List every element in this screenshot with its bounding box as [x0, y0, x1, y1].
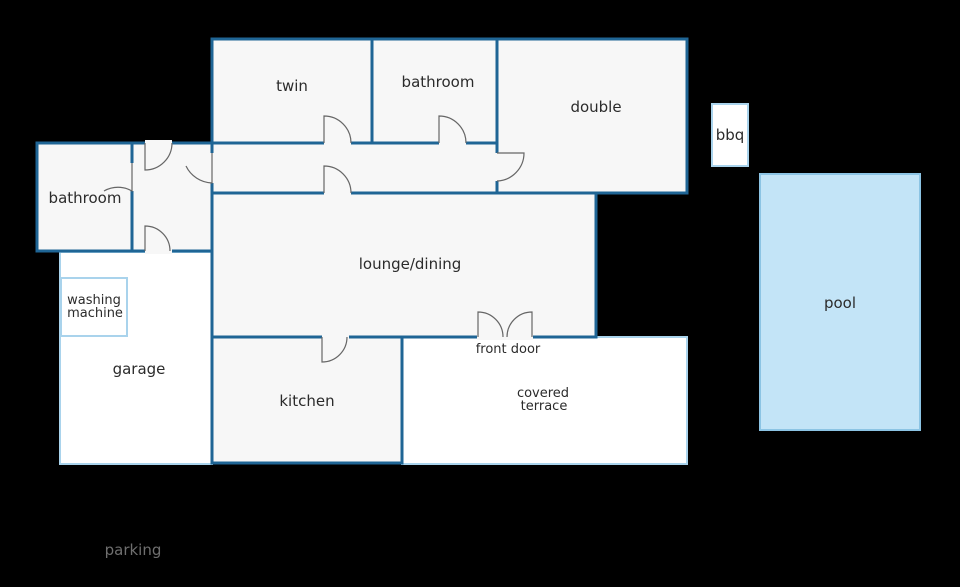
label-covered: covered [517, 386, 569, 401]
room-kitchen [210, 335, 404, 465]
label-pool: pool [824, 294, 856, 312]
door-swings [103, 115, 533, 363]
hallway [210, 141, 499, 195]
label-bathroom-left: bathroom [49, 189, 122, 207]
gap-bathroom-top [439, 140, 466, 146]
door-kitchen [321, 336, 348, 363]
washing-machine-box [60, 277, 128, 337]
door-bathroom-left [103, 163, 133, 193]
door-bathroom-top [438, 115, 467, 144]
label-front-door: front door [476, 342, 541, 357]
label-parking: parking [105, 541, 162, 559]
door-front-right [506, 311, 533, 338]
room-double [495, 37, 689, 195]
label-kitchen: kitchen [279, 392, 334, 410]
label-machine: machine [67, 306, 123, 321]
door-lobby-top [144, 142, 173, 171]
pool [759, 173, 921, 431]
label-twin: twin [276, 77, 308, 95]
gap-lounge [324, 190, 351, 196]
gap-kitchen [322, 334, 349, 340]
label-bbq: bbq [716, 126, 745, 144]
label-garage: garage [113, 360, 166, 378]
door-double [496, 152, 525, 182]
gap-lobby-bottom [145, 248, 172, 254]
label-washing: washing [67, 293, 121, 308]
gap-front-door [477, 334, 533, 340]
label-terrace: terrace [521, 399, 568, 414]
door-hall-west [185, 153, 213, 184]
label-double: double [570, 98, 621, 116]
door-lounge [323, 165, 352, 194]
door-twin [323, 115, 352, 144]
room-bathroom-top [370, 37, 499, 145]
label-lounge-dining: lounge/dining [359, 255, 462, 273]
label-bathroom-top: bathroom [402, 73, 475, 91]
lobby [130, 141, 214, 253]
door-front-left [477, 311, 504, 338]
door-lobby-bottom [144, 225, 171, 252]
bbq-box [711, 103, 749, 167]
gap-twin [324, 140, 351, 146]
gap-lobby-top [145, 140, 172, 146]
gap-double [494, 153, 500, 181]
